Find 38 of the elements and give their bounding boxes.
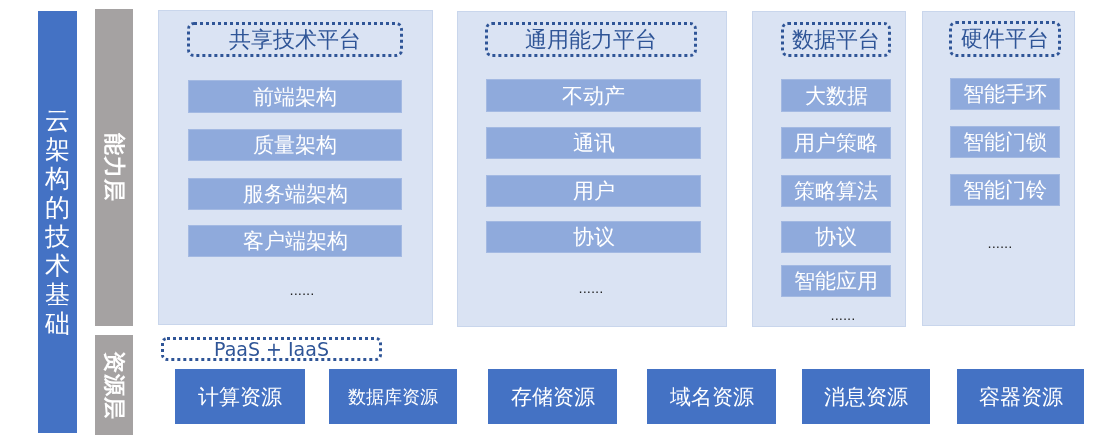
platform-panel <box>752 11 906 327</box>
service-tag: PaaS + IaaS <box>161 337 382 361</box>
module-bar: 服务端架构 <box>188 178 402 210</box>
platform-panel <box>457 11 727 327</box>
platform-panel <box>922 11 1075 326</box>
module-bar: 客户端架构 <box>188 225 402 257</box>
module-bar: 智能手环 <box>950 78 1060 110</box>
ellipsis-text: ...... <box>578 282 604 296</box>
ellipsis-text: ...... <box>830 309 856 323</box>
resource-tile: 数据库资源 <box>329 369 457 424</box>
platform-heading: 硬件平台 <box>949 21 1061 57</box>
module-bar: 用户策略 <box>781 127 891 159</box>
module-bar: 智能门锁 <box>950 126 1060 158</box>
module-bar: 前端架构 <box>188 80 402 113</box>
module-bar: 协议 <box>486 221 701 253</box>
resource-tile: 计算资源 <box>175 369 305 424</box>
ellipsis-text: ...... <box>987 237 1013 251</box>
resource-tile: 域名资源 <box>647 369 776 424</box>
layer-label-bar: 资源层 <box>95 335 133 435</box>
platform-heading: 数据平台 <box>781 22 891 57</box>
resource-tile: 消息资源 <box>802 369 930 424</box>
layer-label-bar: 能力层 <box>95 9 133 326</box>
resource-tile: 容器资源 <box>957 369 1084 424</box>
ellipsis-text: ...... <box>289 284 315 298</box>
resource-tile: 存储资源 <box>488 369 617 424</box>
module-bar: 大数据 <box>781 79 891 112</box>
module-bar: 智能门铃 <box>950 174 1060 206</box>
platform-heading: 共享技术平台 <box>187 22 403 57</box>
module-bar: 不动产 <box>486 79 701 112</box>
module-bar: 策略算法 <box>781 175 891 207</box>
vertical-banner: 云架构的技术基础 <box>38 11 77 433</box>
platform-heading: 通用能力平台 <box>485 22 697 57</box>
module-bar: 智能应用 <box>781 265 891 297</box>
module-bar: 用户 <box>486 175 701 207</box>
module-bar: 通讯 <box>486 127 701 159</box>
platform-panel <box>158 10 433 325</box>
module-bar: 协议 <box>781 221 891 253</box>
module-bar: 质量架构 <box>188 129 402 161</box>
